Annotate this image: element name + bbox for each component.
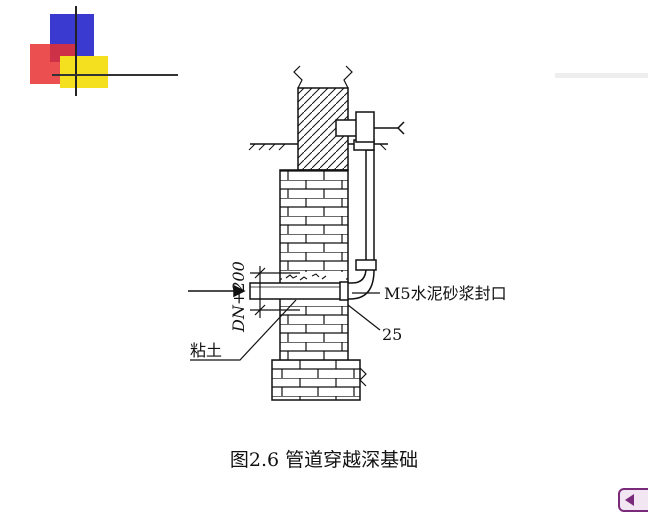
deco-right-bar <box>555 73 648 78</box>
horizontal-pipe <box>249 282 347 300</box>
gap-size-label: 25 <box>382 325 402 344</box>
leader-lines <box>190 292 381 361</box>
dimension-marker <box>250 266 300 318</box>
upper-wall <box>293 65 353 171</box>
back-arrow-icon[interactable] <box>618 488 648 512</box>
clay-label: 粘土 <box>190 341 222 360</box>
figure-caption: 图2.6 管道穿越深基础 <box>229 449 419 471</box>
vertical-pipe <box>335 111 405 301</box>
mortar-seal-label: M5水泥砂浆封口 <box>384 284 507 303</box>
corner-decoration <box>30 6 648 96</box>
dimension-label: DN+200 <box>229 261 248 333</box>
flow-arrow <box>188 284 246 298</box>
brick-foundation <box>271 169 367 401</box>
deco-yellow-square <box>60 56 108 88</box>
back-arrow-glyph <box>625 494 634 506</box>
pipe-foundation-diagram: M5水泥砂浆封口 25 粘土 DN+200 <box>188 65 507 401</box>
